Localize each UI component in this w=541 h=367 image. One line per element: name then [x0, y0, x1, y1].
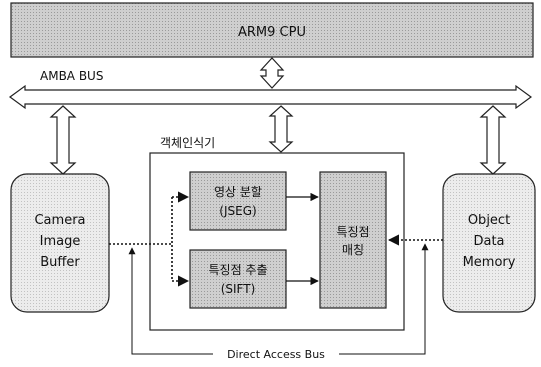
extraction-label-1: 특징점 추출 — [208, 263, 267, 277]
camera-buffer-label-3: Buffer — [40, 255, 80, 270]
direct-bus-label: Direct Access Bus — [227, 348, 325, 361]
bus-camera-arrow — [49, 105, 77, 175]
segmentation-label-2: (JSEG) — [219, 204, 256, 218]
camera-buffer-block: Camera Image Buffer — [10, 173, 110, 313]
segmentation-block: 영상 분할 (JSEG) — [189, 171, 287, 231]
direct-access-bus — [128, 243, 429, 355]
matching-label-2: 매칭 — [342, 243, 364, 257]
camera-to-processing-path — [109, 191, 190, 287]
matching-label-1: 특징점 — [336, 225, 369, 239]
extraction-block: 특징점 추출 (SIFT) — [189, 249, 287, 309]
bus-recognizer-arrow — [268, 105, 294, 153]
camera-buffer-label-1: Camera — [34, 213, 85, 228]
cpu-bus-arrow — [259, 57, 285, 89]
cpu-block: ARM9 CPU — [10, 2, 534, 58]
cpu-label: ARM9 CPU — [238, 25, 306, 40]
object-memory-block: Object Data Memory — [442, 173, 536, 313]
object-memory-label-3: Memory — [463, 255, 516, 270]
camera-buffer-label-2: Image — [40, 234, 81, 249]
object-memory-label-2: Data — [473, 234, 504, 249]
object-memory-label-1: Object — [468, 213, 510, 228]
matching-block: 특징점 매칭 — [319, 171, 387, 309]
segmentation-label-1: 영상 분할 — [214, 185, 262, 199]
extraction-label-2: (SIFT) — [221, 282, 256, 296]
amba-bus — [8, 84, 533, 110]
bus-memory-arrow — [479, 105, 507, 175]
recognizer-title: 객체인식기 — [160, 136, 215, 150]
bus-label: AMBA BUS — [40, 69, 103, 83]
